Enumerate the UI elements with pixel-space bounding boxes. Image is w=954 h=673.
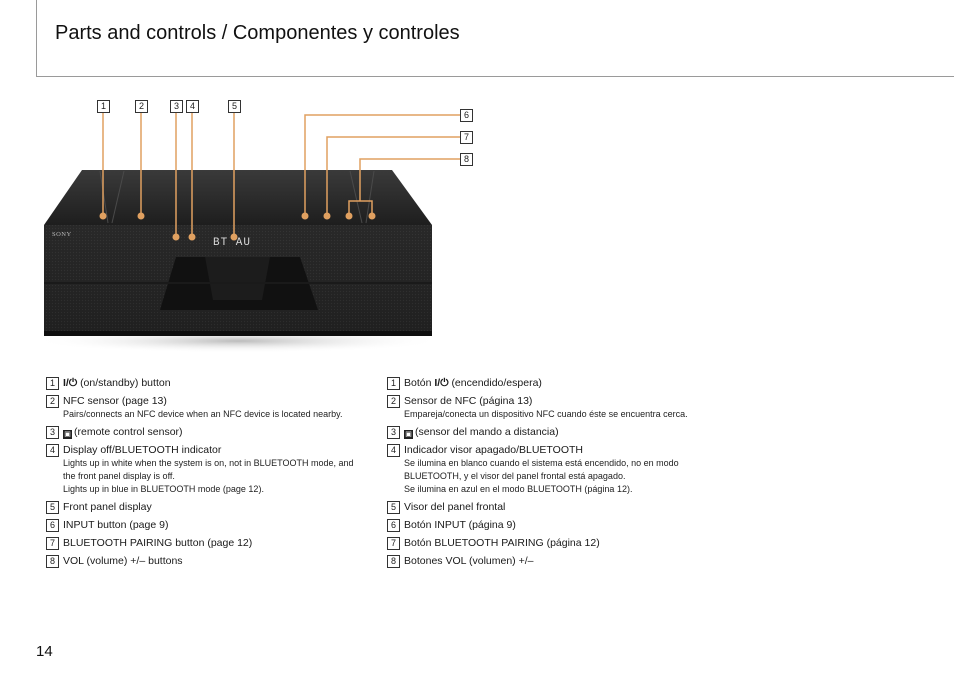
power-icon: I/⏻ [434, 377, 449, 389]
item-title: BLUETOOTH PAIRING button (page 12) [63, 537, 253, 549]
item-title: VOL (volume) +/– buttons [63, 555, 183, 567]
item-number: 7 [46, 537, 59, 550]
item-description: Lights up in white when the system is on… [63, 458, 354, 481]
item-number: 3 [46, 426, 59, 439]
callout-1: 1 [97, 100, 110, 113]
item-number: 6 [46, 519, 59, 532]
list-item: 1 Botón I/⏻ (encendido/espera) [387, 376, 707, 390]
callout-dots [99, 212, 376, 241]
remote-sensor-icon: ▣ [63, 430, 72, 439]
item-number: 3 [387, 426, 400, 439]
list-item: 4 Display off/BLUETOOTH indicator Lights… [46, 443, 366, 496]
page-number: 14 [36, 643, 53, 660]
item-number: 1 [46, 377, 59, 390]
callout-2: 2 [135, 100, 148, 113]
spanish-parts-list: 1 Botón I/⏻ (encendido/espera) 2 Sensor … [387, 376, 707, 572]
list-item: 6 Botón INPUT (página 9) [387, 518, 707, 532]
item-number: 5 [387, 501, 400, 514]
item-title: (on/standby) button [80, 377, 171, 389]
list-item: 2 Sensor de NFC (página 13) Empareja/con… [387, 394, 707, 421]
item-title: (remote control sensor) [74, 426, 183, 438]
item-title: Botón BLUETOOTH PAIRING (página 12) [404, 537, 600, 549]
item-number: 1 [387, 377, 400, 390]
list-item: 3 ▣(remote control sensor) [46, 425, 366, 439]
item-title: INPUT button (page 9) [63, 519, 169, 531]
item-number: 8 [387, 555, 400, 568]
list-item: 7 Botón BLUETOOTH PAIRING (página 12) [387, 536, 707, 550]
item-title: Botones VOL (volumen) +/– [404, 555, 534, 567]
item-number: 4 [46, 444, 59, 457]
item-title: Sensor de NFC (página 13) [404, 395, 533, 407]
callout-7: 7 [460, 131, 473, 144]
item-title: Visor del panel frontal [404, 501, 506, 513]
page-title: Parts and controls / Componentes y contr… [55, 22, 460, 44]
power-icon: I/⏻ [63, 377, 78, 389]
item-title: Botón INPUT (página 9) [404, 519, 516, 531]
list-item: 8 VOL (volume) +/– buttons [46, 554, 366, 568]
page-header: Parts and controls / Componentes y contr… [36, 0, 954, 77]
list-item: 5 Visor del panel frontal [387, 500, 707, 514]
list-item: 1 I/⏻ (on/standby) button [46, 376, 366, 390]
list-item: 6 INPUT button (page 9) [46, 518, 366, 532]
callout-3: 3 [170, 100, 183, 113]
list-item: 5 Front panel display [46, 500, 366, 514]
item-title: Front panel display [63, 501, 152, 513]
item-description: Pairs/connects an NFC device when an NFC… [63, 409, 343, 419]
leader-lines [102, 113, 460, 237]
item-title: NFC sensor (page 13) [63, 395, 167, 407]
brand-logo: SONY [52, 231, 72, 238]
device-illustration: SONY BT AU 1 2 3 4 5 6 7 8 [0, 95, 480, 360]
item-prefix: Botón [404, 377, 432, 389]
item-description: Lights up in blue in BLUETOOTH mode (pag… [63, 484, 264, 494]
speaker-system-drawing: SONY BT AU [33, 113, 460, 353]
item-title: Display off/BLUETOOTH indicator [63, 444, 222, 456]
front-panel-display-text: BT AU [213, 237, 251, 249]
callout-8: 8 [460, 153, 473, 166]
callout-6: 6 [460, 109, 473, 122]
item-title: Indicador visor apagado/BLUETOOTH [404, 444, 583, 456]
callout-5: 5 [228, 100, 241, 113]
item-title: (sensor del mando a distancia) [415, 426, 559, 438]
item-description: Se ilumina en azul en el modo BLUETOOTH … [404, 484, 633, 494]
english-parts-list: 1 I/⏻ (on/standby) button 2 NFC sensor (… [46, 376, 366, 572]
callout-4: 4 [186, 100, 199, 113]
item-number: 8 [46, 555, 59, 568]
item-number: 7 [387, 537, 400, 550]
list-item: 7 BLUETOOTH PAIRING button (page 12) [46, 536, 366, 550]
item-number: 2 [46, 395, 59, 408]
item-description: Se ilumina en blanco cuando el sistema e… [404, 458, 679, 481]
list-item: 4 Indicador visor apagado/BLUETOOTH Se i… [387, 443, 707, 496]
list-item: 3 ▣(sensor del mando a distancia) [387, 425, 707, 439]
item-number: 6 [387, 519, 400, 532]
item-number: 5 [46, 501, 59, 514]
item-number: 4 [387, 444, 400, 457]
item-description: Empareja/conecta un dispositivo NFC cuan… [404, 409, 688, 419]
item-title: (encendido/espera) [451, 377, 542, 389]
remote-sensor-icon: ▣ [404, 430, 413, 439]
item-number: 2 [387, 395, 400, 408]
list-item: 8 Botones VOL (volumen) +/– [387, 554, 707, 568]
list-item: 2 NFC sensor (page 13) Pairs/connects an… [46, 394, 366, 421]
